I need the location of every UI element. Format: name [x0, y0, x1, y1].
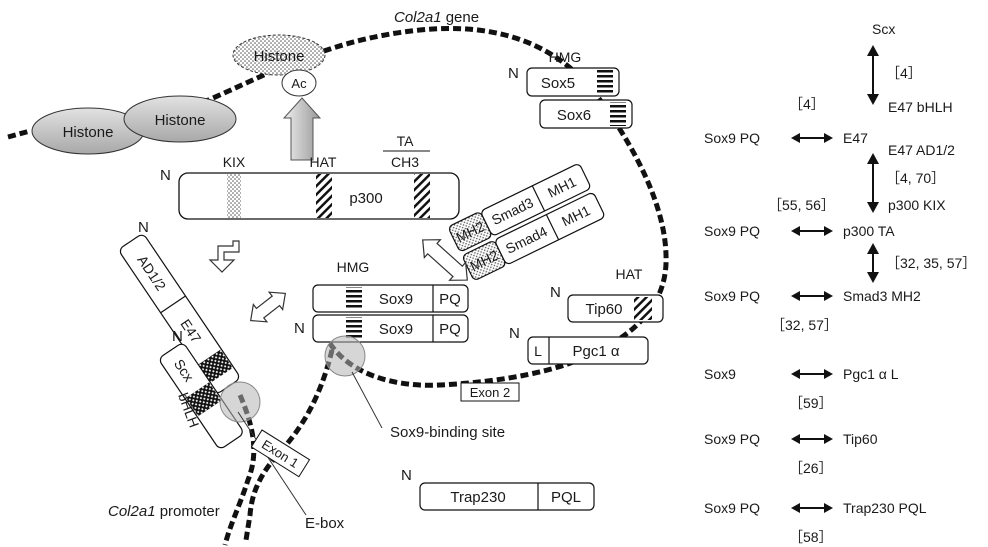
p300-n-terminus: N: [160, 167, 171, 184]
trap230-label: Trap230: [450, 489, 505, 506]
acetyl-label: Ac: [291, 76, 307, 91]
sox5-label: Sox5: [541, 75, 575, 92]
summary-sox9pq-2: Sox9 PQ: [704, 223, 760, 239]
trap230-n-terminus: N: [401, 467, 412, 484]
summary-smad3-mh2: Smad3 MH2: [843, 288, 921, 304]
sox9-hmg-label: HMG: [337, 259, 370, 275]
histone-top-acetylated: Histone: [233, 35, 325, 75]
sox9-n-terminus: N: [294, 320, 305, 337]
sox9-binding-site-label: Sox9-binding site: [390, 424, 505, 441]
summary-sox9pq-1: Sox9 PQ: [704, 130, 760, 146]
interaction-arrow-e47-sox9: [244, 285, 292, 329]
p300-hat-domain: [316, 174, 332, 218]
p300-kix-domain: [227, 174, 241, 218]
summary-trap230-pql: Trap230 PQL: [843, 500, 927, 516]
summary-ref-55-56: ［55, 56］: [768, 197, 835, 213]
sox9-top-pq: PQ: [439, 291, 461, 308]
trap230-pql-label: PQL: [551, 489, 581, 506]
summary-ref-4a: ［4］: [886, 65, 922, 81]
summary-sox9pq-5: Sox9 PQ: [704, 500, 760, 516]
scx-n-terminus: N: [172, 328, 183, 345]
e47-n-terminus: N: [138, 219, 149, 236]
summary-pgc1-l: Pgc1 α L: [843, 366, 899, 382]
sox56-hmg-label: HMG: [549, 49, 582, 65]
summary-p300-ta: p300 TA: [843, 223, 895, 239]
acetylation-arrow: [284, 98, 320, 160]
summary-sox9pq-3: Sox9 PQ: [704, 288, 760, 304]
summary-ref-32-35-57: ［32, 35, 57］: [886, 255, 976, 271]
tip60-hat-label: HAT: [616, 266, 643, 282]
sox9-top-label: Sox9: [379, 291, 413, 308]
tip60-protein: HAT N Tip60: [550, 266, 663, 322]
p300-ta-label: TA: [397, 133, 415, 149]
ebox-label: E-box: [305, 515, 345, 532]
histone-middle-label: Histone: [155, 112, 206, 129]
pgc1-label: Pgc1 α: [572, 343, 619, 360]
summary-ref-26: ［26］: [789, 460, 833, 476]
pgc1-protein: N L Pgc1 α: [509, 325, 648, 364]
exon1-box: Exon 1: [251, 430, 309, 477]
summary-sox9: Sox9: [704, 366, 736, 382]
tip60-label: Tip60: [586, 301, 623, 318]
summary-ref-4-70: ［4, 70］: [886, 170, 945, 186]
pgc1-l-label: L: [534, 343, 542, 359]
summary-p300-kix: p300 KIX: [888, 197, 946, 213]
summary-ref-32-57: ［32, 57］: [771, 317, 838, 333]
summary-ref-4b: ［4］: [789, 96, 825, 112]
trap230-protein: N Trap230 PQL: [401, 467, 594, 510]
sox6-label: Sox6: [557, 107, 591, 124]
promoter-label: Col2a1 promoter: [108, 503, 220, 520]
summary-e47-bhlh: E47 bHLH: [888, 99, 953, 115]
sox5-n-terminus: N: [508, 65, 519, 82]
exon2-box: Exon 2: [461, 383, 519, 401]
sox9-bottom-pq: PQ: [439, 321, 461, 338]
interaction-arrow-e47-p300: [210, 241, 239, 272]
pgc1-n-terminus: N: [509, 325, 520, 342]
ebox-site: [220, 382, 260, 422]
gene-title: Col2a1 gene: [394, 9, 479, 26]
binding-site-pointer: [352, 372, 382, 428]
summary-ref-58: ［58］: [789, 529, 833, 545]
smad-complex: MH2 Smad3 MH1 MH2 Smad4 MH1: [448, 163, 606, 281]
sox9-dimer: HMG Sox9 PQ N Sox9 PQ: [294, 259, 468, 342]
summary-e47-ad: E47 AD1/2: [888, 142, 955, 158]
summary-scx: Scx: [872, 21, 895, 37]
acetyl-group: Ac: [282, 70, 316, 96]
p300-hat-label: HAT: [310, 154, 337, 170]
p300-ch3-label: CH3: [391, 154, 419, 170]
summary-ref-59: ［59］: [789, 395, 833, 411]
p300-name: p300: [349, 190, 382, 207]
summary-sox9pq-4: Sox9 PQ: [704, 431, 760, 447]
sox9-binding-site: [325, 336, 365, 376]
tip60-n-terminus: N: [550, 284, 561, 301]
p300-kix-label: KIX: [223, 154, 246, 170]
sox5-sox6: HMG N Sox5 Sox6: [508, 49, 632, 128]
summary-e47: E47: [843, 130, 868, 146]
histone-left-label: Histone: [63, 124, 114, 141]
histone-middle: Histone: [124, 96, 236, 142]
p300-ch3-domain: [414, 174, 430, 218]
histone-top-label: Histone: [254, 48, 305, 65]
summary-tip60: Tip60: [843, 431, 878, 447]
exon2-label: Exon 2: [470, 385, 510, 400]
interaction-summary: Scx ［4］ E47 bHLH ［4］ Sox9 PQ E47 E47 AD1…: [704, 21, 976, 545]
sox9-bottom-label: Sox9: [379, 321, 413, 338]
